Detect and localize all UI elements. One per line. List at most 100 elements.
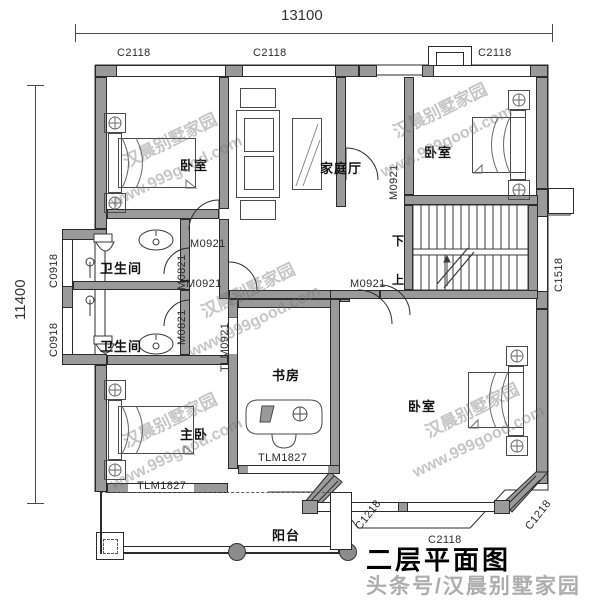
window-code-right: C1518 <box>553 257 565 292</box>
bed-ne-headboard <box>510 110 526 180</box>
top-dimension-tick-left <box>75 24 76 42</box>
outer-wall-left-b <box>62 286 73 308</box>
bed-nw-mattress <box>118 138 196 188</box>
outer-wall-top-right-corner <box>530 65 548 77</box>
right-bumpout-box <box>548 188 574 214</box>
outer-wall-right-d <box>536 309 548 484</box>
window-left-lower <box>62 308 73 354</box>
sofa-family-hall-cushion2 <box>244 156 274 190</box>
room-label-bathroom-lower: 卫生间 <box>100 339 143 354</box>
door-code-bath-lower: M0821 <box>176 309 188 345</box>
nightstand-nw-bottom <box>104 193 126 213</box>
left-dimension-tick-top <box>27 85 44 86</box>
left-dimension-tick-bottom <box>27 503 44 504</box>
top-dimension-tick-right <box>552 24 553 42</box>
top-dimension-label: 13100 <box>281 7 323 24</box>
wall-bedroom-nw-right <box>219 77 229 209</box>
door-code-balcony-master: TLM1827 <box>137 480 187 492</box>
wall-bathroom-divider <box>73 281 190 290</box>
balcony-rail-inner <box>108 546 332 547</box>
wall-family-hall-right <box>336 77 346 207</box>
room-label-bathroom-upper: 卫生间 <box>100 261 143 276</box>
door-code-balcony-study: TLM1827 <box>258 452 308 464</box>
armchair-family-hall-top <box>240 88 276 108</box>
room-label-study: 书房 <box>272 368 301 383</box>
balcony-edge-left <box>100 492 102 554</box>
outer-wall-top-b <box>335 65 359 77</box>
nightstand-ne-bottom <box>508 180 530 200</box>
nightstand-ne-top <box>508 90 530 110</box>
wall-bedroom-se-left <box>340 299 350 302</box>
sliding-door-balcony-study <box>248 465 328 474</box>
bed-se-headboard <box>508 366 524 436</box>
door-code-study-right: M0921 <box>350 278 386 290</box>
drawing-title: 二层平面图 <box>366 545 512 575</box>
outer-wall-top-d <box>422 65 434 77</box>
room-label-family-hall: 家庭厅 <box>320 161 363 176</box>
window-top-mid <box>243 65 335 77</box>
top-dimension-line <box>75 33 553 34</box>
wall-hall-right-upper <box>330 290 380 299</box>
nightstand-se-bottom <box>506 436 528 456</box>
room-label-bedroom-nw: 卧室 <box>180 158 209 173</box>
balcony-column-mid <box>228 543 246 561</box>
nightstand-se-top <box>506 346 528 366</box>
stairs-up-label: 上 <box>392 273 405 287</box>
window-code-bottom-mid: C2118 <box>428 534 462 546</box>
left-dimension-line <box>35 85 36 503</box>
footer-watermark: 头条号/汉晨别墅家园 <box>366 575 581 598</box>
outer-wall-top-a <box>225 65 243 77</box>
balcony-column-left-inner <box>103 539 118 554</box>
wall-bathroom-lower-right <box>180 290 190 355</box>
wall-study-left <box>228 299 238 469</box>
balcony-column-right-box <box>330 492 352 550</box>
sofa-family-hall-cushion <box>244 118 274 152</box>
outer-wall-top-c <box>359 65 377 77</box>
sofa-family-hall <box>236 110 280 198</box>
door-code-hall-mid: M0921 <box>186 278 222 290</box>
sliding-door-study-left <box>228 318 238 354</box>
bed-nw-headboard <box>108 133 122 193</box>
outer-wall-left-jog2 <box>62 354 107 365</box>
wall-corridor-right <box>219 219 229 299</box>
window-code-left-upper: C0918 <box>48 253 60 288</box>
window-code-top-mid: C2118 <box>253 47 287 59</box>
window-top-right <box>434 65 530 77</box>
outer-wall-bottom-midpoint <box>398 502 408 512</box>
wall-bedroom-ne-left <box>404 77 414 195</box>
tv-unit-family-hall <box>292 118 322 190</box>
door-code-study-left: TLM0921 <box>219 322 231 372</box>
outer-wall-bottom-left-chamfer-block <box>302 500 318 514</box>
stairs-down-label: 下 <box>392 234 405 248</box>
window-top-left <box>117 65 225 77</box>
balcony-outline <box>100 492 340 554</box>
nightstand-master-bottom <box>104 460 126 480</box>
window-code-top-left: C2118 <box>117 47 151 59</box>
outer-wall-right-a <box>536 77 548 189</box>
bed-master-headboard <box>108 400 122 460</box>
room-label-master-bedroom: 主卧 <box>180 427 209 442</box>
room-label-balcony: 阳台 <box>272 528 301 543</box>
room-label-bedroom-ne: 卧室 <box>424 145 453 160</box>
nightstand-nw-top <box>104 113 126 133</box>
bed-master-mattress <box>118 406 194 454</box>
wall-master-top <box>107 355 228 365</box>
outer-wall-top-left-corner <box>95 65 117 77</box>
door-code-bedroom-ne: M0921 <box>388 164 400 200</box>
balcony-rail-outer <box>100 552 340 554</box>
window-code-top-right: C2118 <box>478 47 512 59</box>
window-left-upper <box>62 240 73 286</box>
door-code-bedroom-nw: M0921 <box>190 238 226 250</box>
outer-wall-bottom-right-chamfer-block <box>494 500 510 514</box>
armchair-family-hall-bottom <box>240 200 276 220</box>
nightstand-master-top <box>104 380 126 400</box>
